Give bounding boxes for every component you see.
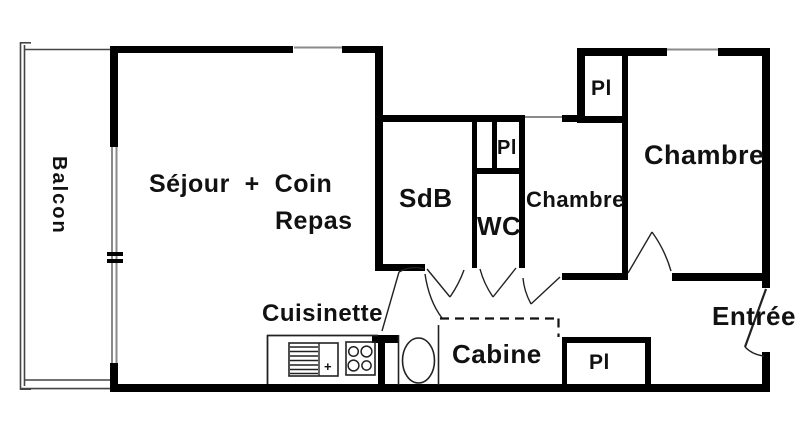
- kitchen-counter: [266, 334, 378, 384]
- placard-bottom-label: Pl: [589, 351, 610, 374]
- stove-icon: [345, 341, 376, 376]
- chambre-small-label: Chambre: [526, 187, 625, 212]
- balcon-label: Balcon: [48, 156, 70, 235]
- balcony-rail: [19, 42, 110, 390]
- entrance-door-swing: [743, 288, 768, 357]
- sejour-door-swing: [381, 266, 425, 332]
- balcony-door-symbol: [107, 252, 123, 263]
- cabine-dashed-partition: [440, 317, 560, 337]
- shower-icon: [397, 325, 440, 385]
- wc-door-swing: [479, 267, 517, 298]
- placard-middle-label: Pl: [497, 137, 517, 159]
- placard-top-label: Pl: [591, 77, 612, 100]
- cuisinette-label: Cuisinette: [262, 300, 384, 327]
- sdb-door-swing: [426, 268, 465, 298]
- sdb-label: SdB: [399, 183, 453, 213]
- walls: [110, 46, 770, 392]
- kitchen-plus-label: +: [324, 359, 333, 374]
- sejour-label-line2: Repas: [275, 207, 353, 235]
- sejour-label-line1: Séjour + Coin: [149, 170, 333, 198]
- wc-label: WC: [477, 211, 522, 241]
- fridge-icon: [288, 342, 339, 377]
- chambre-large-label: Chambre: [644, 140, 765, 170]
- entree-label: Entrée: [712, 301, 796, 331]
- small-bedroom-door-swing: [522, 276, 561, 305]
- large-bedroom-door-swing: [627, 231, 672, 274]
- cabine-label: Cabine: [452, 339, 542, 369]
- cabine-door-swing: [424, 273, 443, 319]
